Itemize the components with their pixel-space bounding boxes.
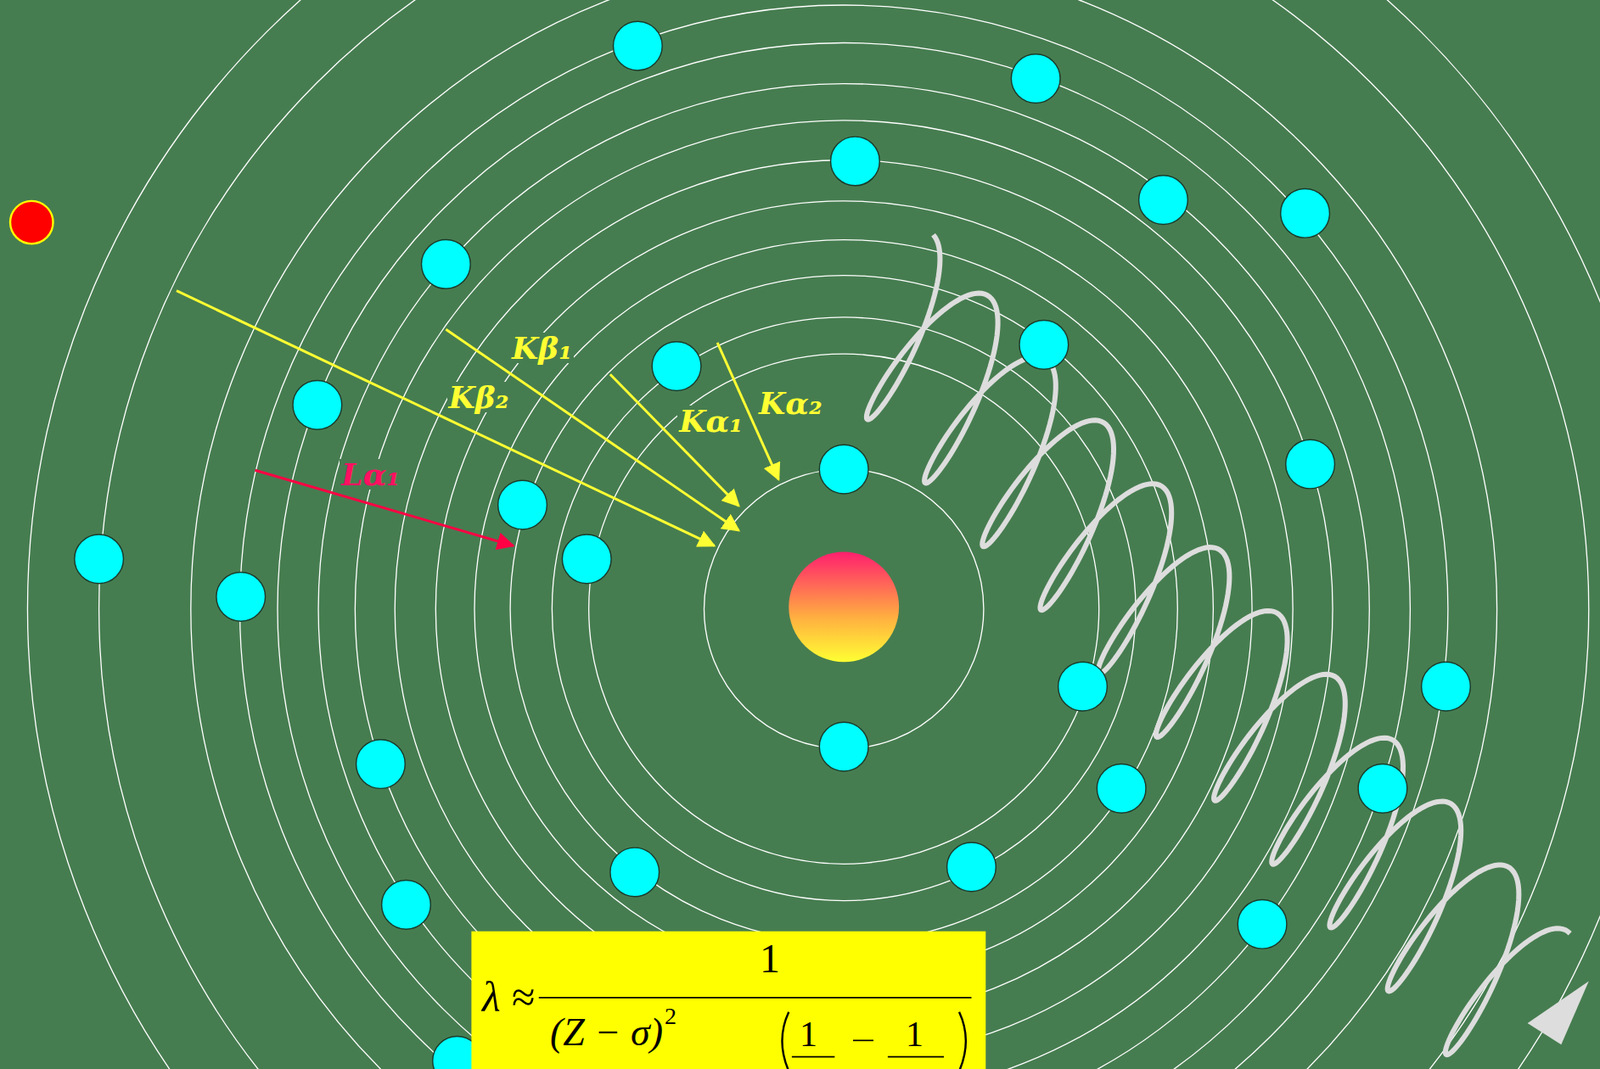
- formula-box: [471, 931, 986, 1069]
- electron: [1358, 764, 1408, 815]
- line-label: Kβ₂: [447, 381, 511, 413]
- line-label: Kβ₁: [510, 332, 574, 364]
- fraction-bar: [538, 997, 972, 1000]
- shell-ring: [474, 240, 1213, 979]
- formula-numerator: 1: [759, 938, 781, 980]
- transition-arrows: [176, 291, 779, 547]
- electron: [1010, 54, 1061, 104]
- electron: [613, 21, 663, 71]
- shell-ring: [27, 0, 1600, 1069]
- line-label: Kα₁: [677, 405, 745, 437]
- shell-ring: [190, 0, 1498, 1069]
- formula-exponent: 2: [664, 1004, 677, 1029]
- line-label: Kα₂: [757, 387, 825, 419]
- photon-arrowhead: [1527, 982, 1589, 1046]
- minus-sign: [853, 1039, 874, 1042]
- inner-fraction-bar: [791, 1056, 835, 1059]
- electron: [1096, 764, 1146, 815]
- shell-ring: [703, 469, 983, 749]
- incident-electron: [10, 201, 53, 244]
- shell-ring: [589, 353, 1100, 865]
- shell-ring: [394, 160, 1293, 1059]
- formula-term: (Z − σ): [550, 1013, 663, 1053]
- inner-fraction-bar: [887, 1056, 944, 1059]
- formula-ground: [471, 931, 986, 1069]
- formula-numerator: 1: [799, 1016, 818, 1053]
- electron: [1285, 439, 1336, 489]
- electron: [830, 136, 881, 186]
- electron: [1019, 320, 1069, 371]
- left-paren: [781, 1012, 789, 1069]
- electron: [498, 480, 548, 530]
- kbeta2-arrow: [176, 291, 715, 547]
- electron: [216, 572, 266, 622]
- electron: [819, 722, 869, 772]
- electron: [421, 240, 471, 290]
- electron: [292, 380, 343, 430]
- formula-numerator: 1: [905, 1016, 924, 1053]
- electron: [1058, 662, 1108, 712]
- right-paren: [959, 1012, 966, 1069]
- electron: [1280, 188, 1331, 238]
- shell-ring: [240, 5, 1449, 1069]
- shell-ring: [277, 42, 1410, 1069]
- electron: [1421, 662, 1471, 712]
- kalpha1-arrow: [610, 374, 739, 506]
- electron: [947, 842, 997, 893]
- electrons: [74, 21, 1471, 1069]
- electron: [356, 740, 406, 790]
- electron: [819, 444, 869, 495]
- electron: [1237, 899, 1287, 949]
- electron: [610, 847, 660, 898]
- electron-shells: [27, 0, 1600, 1069]
- electron: [1139, 175, 1189, 225]
- electron: [651, 342, 702, 392]
- line-label: Lα₁: [339, 459, 402, 490]
- electron: [561, 534, 612, 584]
- electron: [74, 534, 124, 584]
- electron: [381, 881, 432, 931]
- shell-ring: [318, 84, 1370, 1069]
- nucleus: [788, 551, 899, 663]
- formula-lhs: λ ≈: [482, 976, 535, 1019]
- shell-ring: [99, 0, 1589, 1069]
- shell-ring: [354, 120, 1333, 1069]
- shell-ring: [510, 275, 1178, 944]
